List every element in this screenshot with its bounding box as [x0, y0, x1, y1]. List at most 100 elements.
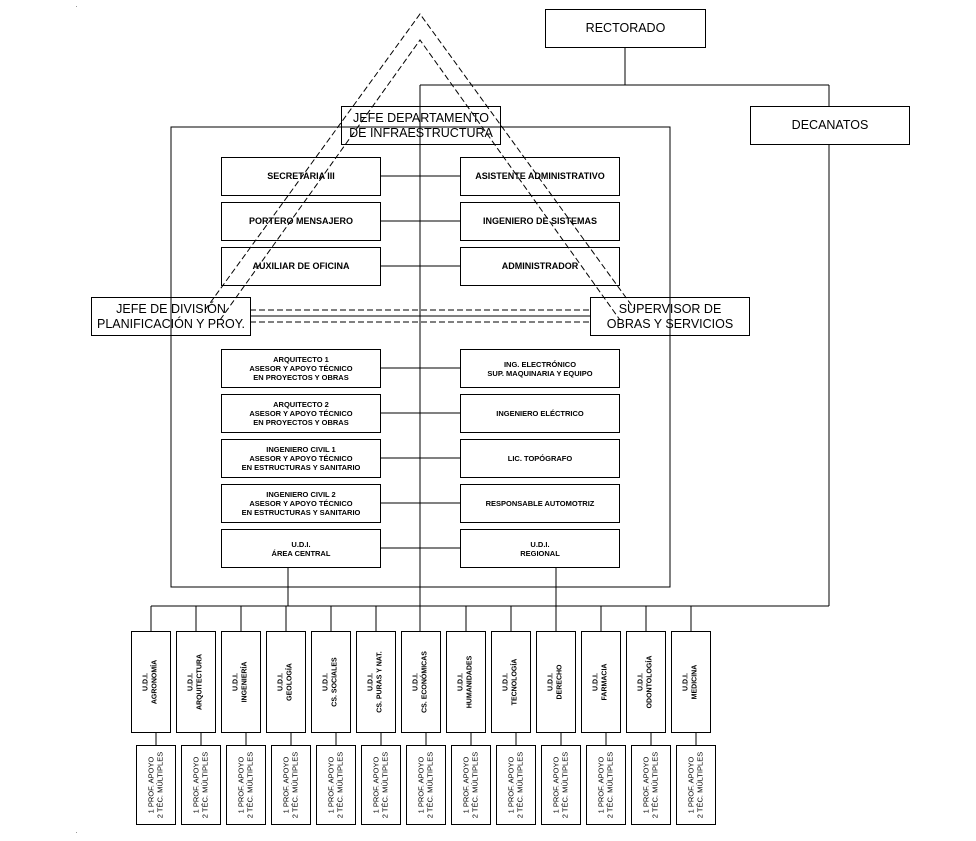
unit-staff-line2: 2 TÉC. MÚLTIPLES [426, 751, 435, 819]
udi-geologia-box: U.D.I.GEOLOGÍA [266, 631, 306, 733]
udi-cs-economicas-box: U.D.I.CS. ECONÓMICAS [401, 631, 441, 733]
jefe-division-line1: JEFE DE DIVISIÓN [116, 301, 226, 316]
unit-staff-line2: 2 TÉC. MÚLTIPLES [381, 751, 390, 819]
ingeniero-civil-1-line1: INGENIERO CIVIL 1 [266, 445, 336, 454]
udi-humanidades-line2: HUMANIDADES [466, 655, 473, 709]
arquitecto-2-box: ARQUITECTO 2 ASESOR Y APOYO TÉCNICO EN P… [221, 394, 381, 433]
unit-staff-line2: 2 TÉC. MÚLTIPLES [471, 751, 480, 819]
ingeniero-civil-2-line2: ASESOR Y APOYO TÉCNICO [249, 499, 353, 508]
udi-cs-sociales-box: U.D.I.CS. SOCIALES [311, 631, 351, 733]
ingeniero-electrico-label: INGENIERO ELÉCTRICO [496, 409, 584, 418]
responsable-automotriz-label: RESPONSABLE AUTOMOTRIZ [485, 499, 595, 508]
udi-medicina-line2: MEDICINA [691, 664, 698, 700]
unit-staff-line1: 1 PROF. APOYO [686, 756, 696, 814]
unit-staff-line1: 1 PROF. APOYO [281, 756, 291, 814]
udi-derecho-box: U.D.I.DERECHO [536, 631, 576, 733]
udi-regional-line1: U.D.I. [530, 539, 550, 549]
secretaria-box: SECRETARIA III [221, 157, 381, 196]
unit-staff-line2: 2 TÉC. MÚLTIPLES [336, 751, 345, 819]
arquitecto-2-line3: EN PROYECTOS Y OBRAS [253, 418, 349, 427]
responsable-automotriz-box: RESPONSABLE AUTOMOTRIZ [460, 484, 620, 523]
udi-humanidades-line1: U.D.I. [457, 673, 465, 691]
udi-ingenieria-line1: U.D.I. [232, 673, 240, 691]
unit-staff-line2: 2 TÉC. MÚLTIPLES [291, 751, 300, 819]
udi-derecho-line2: DERECHO [556, 664, 563, 700]
udi-farmacia-box: U.D.I.FARMACIA [581, 631, 621, 733]
unit-staff-line1: 1 PROF. APOYO [371, 756, 381, 814]
udi-regional-box: U.D.I. REGIONAL [460, 529, 620, 568]
udi-area-central-line1: U.D.I. [291, 539, 311, 549]
ingeniero-civil-2-box: INGENIERO CIVIL 2 ASESOR Y APOYO TÉCNICO… [221, 484, 381, 523]
udi-tecnologia-line2: TECNOLOGÍA [511, 658, 518, 706]
portero-box: PORTERO MENSAJERO [221, 202, 381, 241]
udi-agronomia-line1: U.D.I. [142, 673, 150, 691]
ingeniero-civil-1-line2: ASESOR Y APOYO TÉCNICO [249, 454, 353, 463]
ing-electronico-box: ING. ELECTRÓNICO SUP. MAQUINARIA Y EQUIP… [460, 349, 620, 388]
ingeniero-civil-1-line3: EN ESTRUCTURAS Y SANITARIO [241, 463, 361, 472]
arquitecto-2-line2: ASESOR Y APOYO TÉCNICO [249, 409, 353, 418]
udi-agronomia-line2: AGRONOMÍA [151, 659, 158, 705]
unit-staff-line2: 2 TÉC. MÚLTIPLES [156, 751, 165, 819]
udi-agronomia-box: U.D.I.AGRONOMÍA [131, 631, 171, 733]
arquitecto-2-line1: ARQUITECTO 2 [273, 400, 329, 409]
jefe-departamento-box: JEFE DEPARTAMENTO DE INFRAESTRUCTURA [341, 106, 501, 145]
udi-ingenieria-line2: INGENIERÍA [241, 661, 248, 703]
ingeniero-civil-2-line1: INGENIERO CIVIL 2 [266, 490, 336, 499]
udi-cs-sociales-line1: U.D.I. [322, 673, 330, 691]
auxiliar-label: AUXILIAR DE OFICINA [252, 261, 350, 272]
asistente-label: ASISTENTE ADMINISTRATIVO [475, 171, 605, 182]
supervisor-line1: SUPERVISOR DE [618, 301, 722, 316]
udi-farmacia-line2: FARMACIA [601, 663, 608, 701]
udi-derecho-line1: U.D.I. [547, 673, 555, 691]
unit-staff-line2: 2 TÉC. MÚLTIPLES [246, 751, 255, 819]
administrador-box: ADMINISTRADOR [460, 247, 620, 286]
ingeniero-electrico-box: INGENIERO ELÉCTRICO [460, 394, 620, 433]
udi-arquitectura-line1: U.D.I. [187, 673, 195, 691]
unit-staff-line1: 1 PROF. APOYO [461, 756, 471, 814]
udi-ingenieria-box: U.D.I.INGENIERÍA [221, 631, 261, 733]
udi-cs-economicas-line2: CS. ECONÓMICAS [421, 651, 428, 713]
rectorado-label: RECTORADO [585, 21, 666, 35]
udi-odontologia-line1: U.D.I. [637, 673, 645, 691]
udi-arquitectura-line2: ARQUITECTURA [196, 654, 203, 710]
unit-staff-line1: 1 PROF. APOYO [506, 756, 516, 814]
udi-tecnologia-box: U.D.I.TECNOLOGÍA [491, 631, 531, 733]
udi-arquitectura-box: U.D.I.ARQUITECTURA [176, 631, 216, 733]
jefe-departamento-line1: JEFE DEPARTAMENTO [353, 110, 489, 125]
arquitecto-1-line1: ARQUITECTO 1 [273, 355, 329, 364]
secretaria-label: SECRETARIA III [267, 171, 335, 182]
unit-staff-line1: 1 PROF. APOYO [236, 756, 246, 814]
unit-staff-line1: 1 PROF. APOYO [146, 756, 156, 814]
udi-odontologia-line2: ODONTOLOGÍA [646, 655, 653, 709]
udi-area-central-box: U.D.I. ÁREA CENTRAL [221, 529, 381, 568]
unit-staff-line1: 1 PROF. APOYO [551, 756, 561, 814]
auxiliar-box: AUXILIAR DE OFICINA [221, 247, 381, 286]
jefe-division-line2: PLANIFICACIÓN Y PROY. [97, 316, 245, 331]
ingeniero-sistemas-box: INGENIERO DE SISTEMAS [460, 202, 620, 241]
udi-geologia-line2: GEOLOGÍA [286, 663, 293, 701]
udi-tecnologia-line1: U.D.I. [502, 673, 510, 691]
supervisor-box: SUPERVISOR DE OBRAS Y SERVICIOS [590, 297, 750, 336]
udi-medicina-box: U.D.I.MEDICINA [671, 631, 711, 733]
jefe-division-box: JEFE DE DIVISIÓN PLANIFICACIÓN Y PROY. [91, 297, 251, 336]
decanatos-label: DECANATOS [791, 118, 869, 132]
unit-staff-line1: 1 PROF. APOYO [326, 756, 336, 814]
udi-odontologia-box: U.D.I.ODONTOLOGÍA [626, 631, 666, 733]
unit-staff-line2: 2 TÉC. MÚLTIPLES [561, 751, 570, 819]
udi-cs-sociales-line2: CS. SOCIALES [331, 657, 338, 707]
unit-staff-line1: 1 PROF. APOYO [416, 756, 426, 814]
unit-staff-line1: 1 PROF. APOYO [596, 756, 606, 814]
ingeniero-sistemas-label: INGENIERO DE SISTEMAS [482, 216, 598, 227]
udi-humanidades-box: U.D.I.HUMANIDADES [446, 631, 486, 733]
udi-regional-line2: REGIONAL [520, 548, 560, 558]
udi-cs-puras-box: U.D.I.CS. PURAS Y NAT. [356, 631, 396, 733]
